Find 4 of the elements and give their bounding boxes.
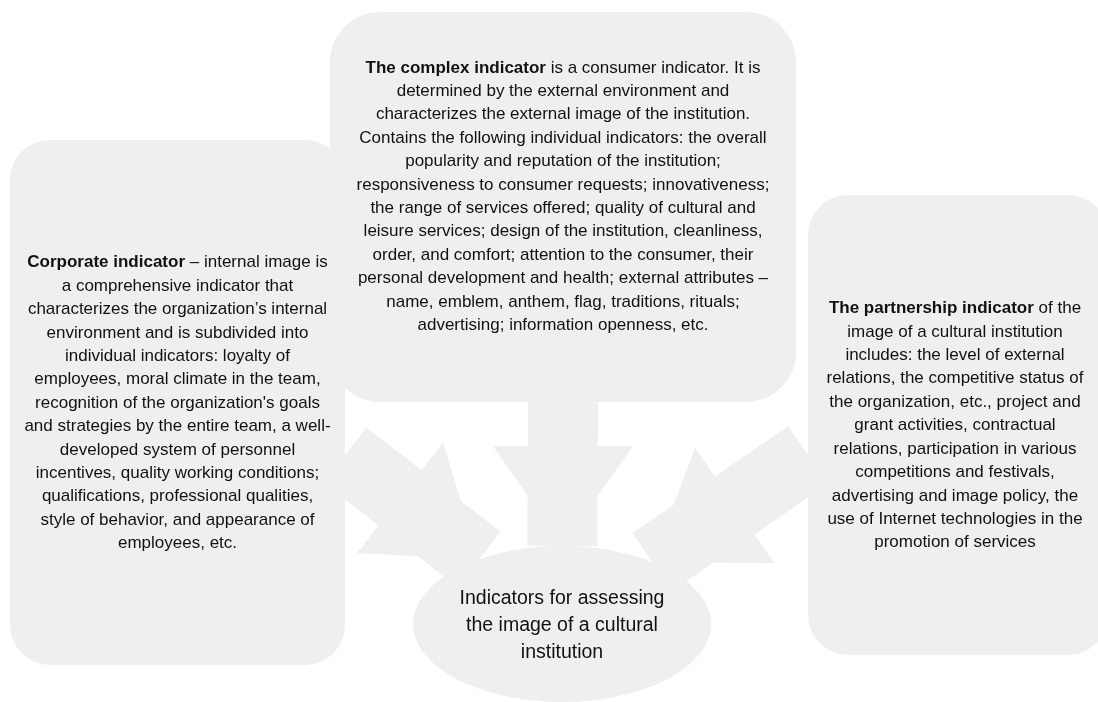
description-text: Corporate indicator – internal image is a comprehensive indicator that characterizes the organization’s internal environment and is subdivided into individual indicators: loyalty of employees, moral climate in the team, recognition of the organization's goals and strategies by the entire team, a well-developed system of personnel incentives, quality working conditions; qualifications, professional qualities, style of behavior, and appearance of employees, etc. (24, 251, 331, 555)
node-label: Indicators for assessing the image of a cultural institution (458, 584, 666, 664)
description-text: The complex indicator is a consumer indicator. It is determined by the external environment and characterizes the external image of the institution. Contains the following individual indicators: the overall popularity and reputation of the institution; responsiveness to consumer requests; innovativeness; the range of services offered; quality of cultural and leisure services; design of the institution, cleanliness, order, and comfort; attention to the consumer, their personal development and health; external attributes – name, emblem, anthem, flag, traditions, rituals; advertising; information openness, etc. (356, 56, 770, 337)
description-text: The partnership indicator of the image of a cultural institution includes: the level of external relations, the competitive status of the organization, etc., project and grant activities, contractual relations, participation in various competitions and festivals, advertising and image policy, the use of Internet technologies in the promotion of services (825, 297, 1085, 554)
